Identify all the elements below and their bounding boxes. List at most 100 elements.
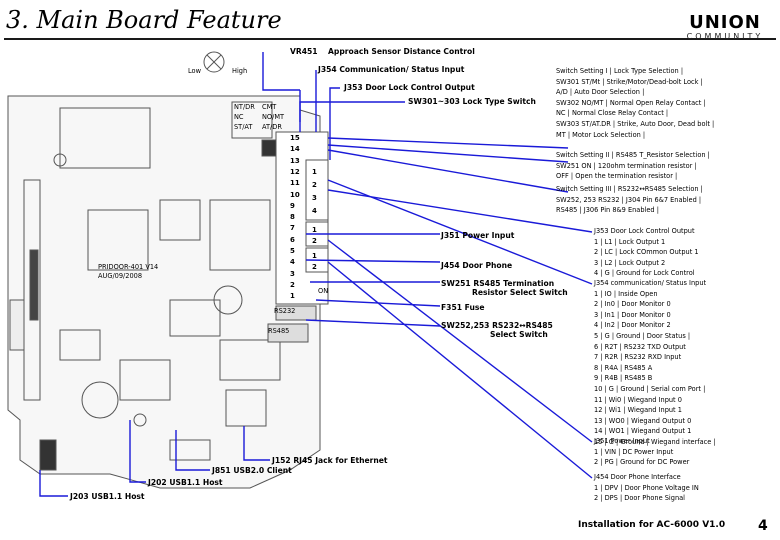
- connector-strip: [267, 131, 329, 343]
- pcb-label-1: PRIDOOR-401 V14: [98, 263, 159, 271]
- setting-line: SW301 ST/Mt | Strike/Motor/Dead-bolt Loc…: [556, 77, 703, 86]
- page-title: 3. Main Board Feature: [6, 6, 282, 34]
- switch-setting-3: Switch Setting III | RS232↔RS485 Selecti…: [556, 184, 703, 216]
- pin-line: 2 | LC | Lock COmmon Output 1: [594, 248, 699, 257]
- pin-line: 2 | In0 | Door Monitor 0: [594, 300, 671, 309]
- pin-line: J353 Door Lock Control Output: [594, 227, 695, 235]
- pin-line: 3 | L2 | Lock Output 2: [594, 258, 666, 267]
- pin-line: 8 | R4A | RS485 A: [594, 363, 653, 372]
- lock-label: NT/DR: [234, 103, 255, 111]
- pin-line: 1 | IO | Inside Open: [594, 289, 658, 298]
- pin-line: 1 | VIN | DC Power Input: [594, 447, 674, 456]
- pot-high-label: High: [232, 67, 248, 75]
- callout-j454: J454 Door Phone: [441, 261, 513, 270]
- callout-j354: J354 Communication/ Status Input: [318, 65, 465, 74]
- rj45-label-rs232: RS232: [274, 307, 296, 315]
- switch-on-mark: ON: [318, 287, 329, 295]
- callout-sw251-line2: Resistor Select Switch: [472, 288, 568, 297]
- pin-number: 3: [312, 194, 317, 202]
- page-number: 4: [758, 518, 768, 534]
- setting-line: OFF | Open the termination resistor |: [556, 172, 678, 181]
- pin-number: 1: [290, 292, 295, 301]
- callout-j351: J351 Power Input: [441, 231, 515, 240]
- lock-label: NO/MT: [262, 113, 285, 121]
- pin-number: 2: [290, 280, 295, 289]
- lock-label: NC: [234, 113, 244, 121]
- pin-line: 6 | R2T | RS232 TXD Output: [594, 342, 686, 351]
- pin-line: J351 Power Input: [594, 437, 650, 445]
- setting-line: Switch Setting III | RS232↔RS485 Selecti…: [556, 185, 703, 193]
- union-community-logo: UNION COMMUNITY: [680, 12, 770, 42]
- callout-vr451: VR451: [290, 47, 318, 56]
- j354-pin-table: J354 communication/ Status Input 1 | IO …: [594, 278, 716, 448]
- pin-line: 15 | G | Ground | Wiegand interface |: [594, 437, 716, 446]
- pin-number: 11: [290, 179, 300, 188]
- pin-number: 1: [312, 168, 317, 176]
- callout-sw251: SW251 RS485 Termination: [441, 279, 555, 288]
- pin-line: 1 | L1 | Lock Output 1: [594, 237, 666, 246]
- pin-number: 6: [290, 235, 295, 244]
- board-outline: [7, 51, 321, 489]
- pin-number: 14: [290, 145, 300, 154]
- pin-number: 12: [290, 167, 300, 176]
- pin-number: 9: [290, 201, 295, 210]
- pin-line: 10 | G | Ground | Serial com Port |: [594, 384, 706, 393]
- setting-line: NC | Normal Close Relay Contact |: [556, 109, 669, 118]
- setting-line: Switch Setting I | Lock Type Selection |: [556, 67, 684, 75]
- setting-line: SW252, 253 RS232 | J304 Pin 6&7 Enabled …: [556, 195, 702, 204]
- footer-text: Installation for AC-6000 V1.0: [578, 520, 726, 530]
- lock-label: CMT: [262, 103, 277, 111]
- logo-main-text: UNION: [689, 12, 761, 33]
- pin-line: 2 | PG | Ground for DC Power: [594, 458, 690, 467]
- pin-line: 1 | DPV | Door Phone Voltage IN: [594, 483, 699, 492]
- callout-f351: F351 Fuse: [441, 303, 485, 312]
- callout-vr451-desc: Approach Sensor Distance Control: [328, 47, 475, 56]
- lock-label: ST/AT: [234, 123, 253, 131]
- pin-number: 1: [312, 252, 317, 260]
- setting-line: A/D | Auto Door Selection |: [556, 88, 645, 97]
- pcb-label-2: AUG/09/2008: [98, 272, 143, 280]
- setting-line: SW251 ON | 120ohm termination resistor |: [556, 161, 697, 170]
- switch-setting-2: Switch Setting II | RS485 T_Resistor Sel…: [556, 150, 710, 182]
- pin-line: J454 Door Phone Interface: [594, 473, 681, 481]
- callout-j202: J202 USB1.1 Host: [148, 478, 223, 487]
- pin-number: 2: [312, 181, 317, 189]
- switch-setting-1: Switch Setting I | Lock Type Selection |…: [556, 66, 714, 140]
- pin-number: 2: [312, 237, 317, 245]
- pin-number: 4: [290, 258, 295, 267]
- pin-line: 14 | WO1 | Wiegand Output 1: [594, 427, 692, 436]
- lock-label: AT/DR: [262, 123, 282, 131]
- pin-line: 11 | Wi0 | Wiegand Input 0: [594, 395, 682, 404]
- callout-lines: [39, 52, 593, 497]
- j351-pin-table: J351 Power Input 1 | VIN | DC Power Inpu…: [594, 436, 689, 468]
- pin-number: 1: [312, 226, 317, 234]
- callout-j851: J851 USB2.0 Client: [212, 466, 292, 475]
- pin-number: 13: [290, 156, 300, 165]
- logo-sub-text: COMMUNITY: [686, 32, 764, 41]
- pin-line: J354 communication/ Status Input: [594, 279, 707, 287]
- pin-number: 3: [290, 269, 295, 278]
- pin-number: 8: [290, 213, 295, 222]
- pin-number: 15: [290, 134, 300, 142]
- callout-sw252: SW252,253 RS232↔RS485: [441, 321, 553, 330]
- pin-line: 7 | R2R | RS232 RXD Input: [594, 353, 682, 362]
- pin-line: 4 | G | Ground for Lock Control: [594, 269, 695, 278]
- j353-pin-table: J353 Door Lock Control Output 1 | L1 | L…: [594, 226, 699, 279]
- setting-line: Switch Setting II | RS485 T_Resistor Sel…: [556, 151, 710, 159]
- setting-line: MT | Motor Lock Selection |: [556, 130, 646, 139]
- callout-sw301: SW301~303 Lock Type Switch: [408, 97, 536, 106]
- pin-number: 7: [290, 224, 295, 233]
- callout-j203: J203 USB1.1 Host: [70, 492, 145, 501]
- j454-pin-table: J454 Door Phone Interface 1 | DPV | Door…: [594, 472, 699, 504]
- setting-line: RS485 | J306 Pin 8&9 Enabled |: [556, 206, 659, 215]
- pin-line: 13 | WO0 | Wiegand Output 0: [594, 416, 692, 425]
- pin-number: 4: [312, 207, 317, 215]
- setting-line: SW303 ST/AT.DR | Strike, Auto Door, Dead…: [556, 119, 715, 128]
- pot-low-label: Low: [188, 67, 201, 75]
- pin-line: 9 | R4B | RS485 B: [594, 374, 653, 383]
- pin-number: 2: [312, 263, 317, 271]
- pin-line: 4 | In2 | Door Monitor 2: [594, 321, 671, 330]
- pin-line: 3 | In1 | Door Monitor 0: [594, 310, 671, 319]
- title-underline: [4, 38, 776, 40]
